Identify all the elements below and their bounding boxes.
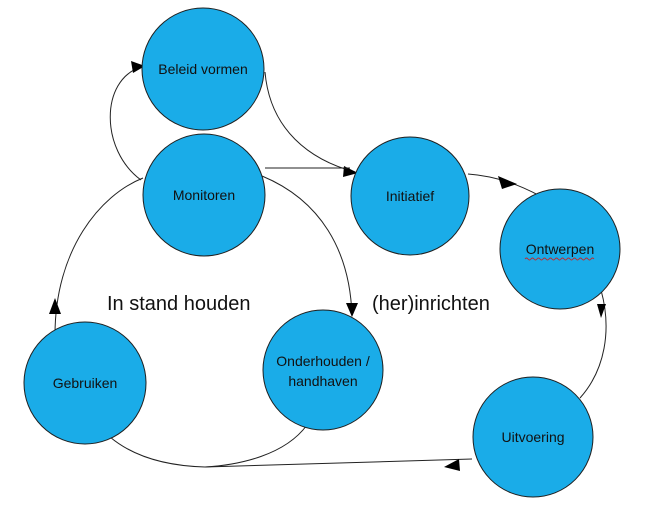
arrowhead-bottom-line bbox=[444, 459, 460, 471]
arrowhead-to-beleid bbox=[131, 61, 145, 73]
node-label-line2: handhaven bbox=[288, 373, 357, 389]
node-label: Beleid vormen bbox=[158, 61, 248, 77]
node-label: Ontwerpen bbox=[526, 241, 594, 257]
node-onderhouden-handhaven[interactable]: Onderhouden / handhaven bbox=[262, 309, 384, 431]
node-label: Uitvoering bbox=[501, 429, 564, 445]
region-label-in-stand-houden: In stand houden bbox=[107, 293, 250, 315]
node-label: Initiatief bbox=[386, 188, 434, 204]
node-label: Gebruiken bbox=[53, 375, 118, 391]
arrowhead-to-monitoren bbox=[49, 298, 61, 314]
arrowhead-to-uitvoering bbox=[597, 304, 606, 318]
node-uitvoering[interactable]: Uitvoering bbox=[472, 376, 594, 498]
node-monitoren[interactable]: Monitoren bbox=[142, 133, 266, 257]
edge-monitoren-to-beleid bbox=[109, 66, 142, 181]
edge-uitvoering-to-gebruiken bbox=[204, 458, 473, 468]
edge-ontwerpen-to-uitvoering bbox=[579, 289, 607, 399]
node-beleid-vormen[interactable]: Beleid vormen bbox=[141, 7, 265, 131]
node-label-line1: Onderhouden / bbox=[276, 353, 370, 369]
arrowhead-to-ontwerpen bbox=[498, 176, 517, 189]
edge-beleid-to-initiatief bbox=[264, 71, 356, 173]
node-gebruiken[interactable]: Gebruiken bbox=[23, 321, 147, 445]
arrowhead-to-initiatief-1 bbox=[343, 166, 358, 177]
node-initiatief[interactable]: Initiatief bbox=[350, 136, 470, 256]
region-label-herinrichten: (her)inrichten bbox=[372, 293, 490, 315]
arrowhead-to-onderhouden bbox=[346, 303, 358, 317]
edge-gebruiken-to-bottom bbox=[109, 436, 206, 468]
edge-monitoren-to-onderhouden bbox=[261, 175, 353, 317]
spellcheck-underline bbox=[524, 257, 595, 261]
node-label: Monitoren bbox=[173, 187, 235, 203]
node-ontwerpen[interactable]: Ontwerpen bbox=[499, 188, 621, 310]
edge-onderhouden-to-bottom bbox=[204, 424, 308, 468]
edges bbox=[49, 61, 607, 471]
